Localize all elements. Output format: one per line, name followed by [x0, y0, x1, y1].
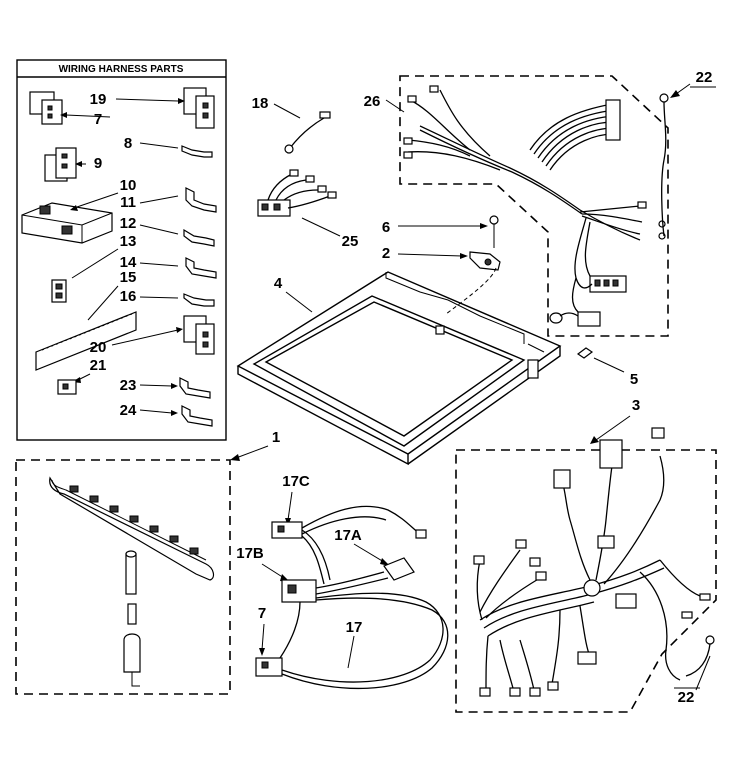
part-25-connector-harness: 25	[257, 169, 359, 250]
callout-24: 24	[120, 402, 137, 419]
callout-6: 6	[382, 219, 390, 236]
terminal-23-icon	[179, 377, 211, 399]
callout-14: 14	[120, 254, 137, 271]
callout-9: 9	[94, 155, 102, 172]
connector-7-icon	[29, 91, 63, 125]
harness-26-boundary	[399, 75, 669, 337]
callout-2: 2	[382, 245, 390, 262]
callout-11: 11	[120, 194, 136, 211]
support-pin-icon	[123, 550, 141, 687]
connector-17c-icon	[271, 521, 303, 539]
harness-26-group: 26	[364, 69, 716, 337]
connector-17a-icon	[383, 557, 415, 581]
harness-3-boundary	[455, 449, 717, 713]
callout-23: 23	[120, 377, 137, 394]
callout-4: 4	[274, 275, 283, 292]
harness-17-group: 17C 17A 17B 7 17	[236, 473, 449, 690]
wire-support-bar-icon	[49, 476, 215, 581]
callout-7-panel: 7	[94, 111, 102, 128]
terminal-12-icon	[183, 228, 215, 247]
part-1-boundary	[15, 459, 231, 695]
connector-20-icon	[183, 315, 215, 355]
callout-18: 18	[252, 95, 269, 112]
callout-22-bottom: 22	[678, 689, 695, 706]
callout-25: 25	[342, 233, 359, 250]
callout-3: 3	[632, 397, 640, 414]
callout-1: 1	[272, 429, 280, 446]
panel-border	[16, 59, 227, 441]
terminal-11-icon	[185, 187, 217, 213]
callout-17a: 17A	[334, 527, 362, 544]
callout-5: 5	[630, 371, 638, 388]
callout-19: 19	[90, 91, 107, 108]
callout-17c: 17C	[282, 473, 310, 490]
callout-17: 17	[346, 619, 363, 636]
callout-22-top: 22	[696, 69, 713, 86]
callout-10: 10	[120, 177, 137, 194]
terminal-16-icon	[183, 293, 215, 307]
connector-strip-15-icon	[35, 311, 137, 371]
callout-12: 12	[120, 215, 137, 232]
connector-19-icon	[183, 87, 215, 129]
clip-5: 5	[576, 347, 638, 388]
callout-7-harness: 7	[258, 605, 266, 622]
part-1-group: 1	[15, 429, 280, 695]
wiring-harness-parts-panel: WIRING HARNESS PARTS 19 7 8	[16, 59, 227, 441]
part-18-wire: 18	[252, 95, 331, 154]
callout-8: 8	[124, 135, 132, 152]
harness-3-group: 3	[455, 397, 717, 713]
connector-7-harness-icon	[255, 657, 283, 677]
connector-21-icon	[57, 379, 77, 395]
connector-block-10-icon	[21, 202, 113, 244]
callout-17b: 17B	[236, 545, 264, 562]
connector-17b-icon	[281, 579, 317, 603]
screw-6-and-bracket-2: 6 2	[382, 215, 501, 315]
callout-16: 16	[120, 288, 137, 305]
terminal-24-icon	[181, 405, 213, 427]
connector-13-icon	[51, 279, 67, 303]
terminal-14-icon	[185, 257, 217, 279]
callout-20: 20	[90, 339, 107, 356]
console-panel-4: 4	[236, 271, 562, 466]
panel-title: WIRING HARNESS PARTS	[59, 64, 184, 75]
terminal-8-icon	[181, 145, 213, 158]
callout-15: 15	[120, 269, 137, 286]
ribbon-cable	[529, 99, 621, 171]
callout-13: 13	[120, 233, 137, 250]
callout-26: 26	[364, 93, 381, 110]
callout-21: 21	[90, 357, 107, 374]
connector-9-icon	[44, 147, 77, 182]
